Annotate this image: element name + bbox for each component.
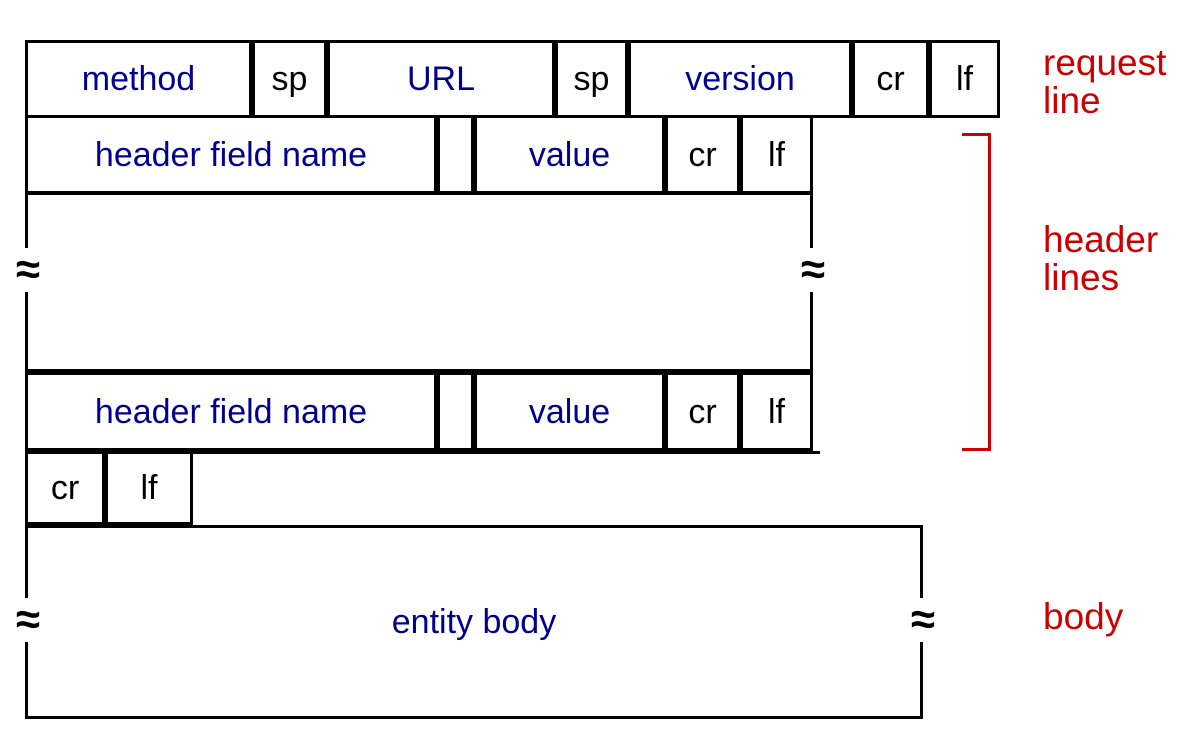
request-line-cell-sp-1: sp	[252, 40, 327, 118]
annotation-request-line: request line	[1043, 42, 1167, 122]
header-line-last-cell-separator	[437, 372, 474, 451]
entity-body-label: entity body	[391, 603, 557, 641]
blank-line-cell-lf: lf	[105, 451, 193, 525]
request-line-cell-method: method	[25, 40, 252, 118]
request-line-cell-cr: cr	[852, 40, 929, 118]
header-line-first-cell-lf: lf	[740, 115, 813, 194]
omitted-headers-bottom-rule	[25, 369, 813, 372]
header-line-last-cell-field-name: header field name	[25, 372, 437, 451]
header-lines-bracket	[962, 133, 991, 451]
continuation-squiggle-icon-right-headers: ≈	[791, 248, 833, 292]
header-line-first-cell-separator	[437, 115, 474, 194]
request-line-cell-version: version	[628, 40, 852, 118]
omitted-headers-top-rule	[25, 192, 813, 195]
request-line-cell-sp-2: sp	[555, 40, 628, 118]
continuation-squiggle-icon-right-body: ≈	[901, 598, 943, 642]
blank-line-cell-cr: cr	[25, 451, 105, 525]
header-line-last-cell-value: value	[474, 372, 665, 451]
header-line-last-cell-lf: lf	[740, 372, 813, 451]
request-line-cell-url: URL	[327, 40, 555, 118]
header-line-first-cell-value: value	[474, 115, 665, 194]
header-line-last-cell-cr: cr	[665, 372, 740, 451]
continuation-squiggle-icon-left-body: ≈	[6, 598, 48, 642]
header-line-first-cell-cr: cr	[665, 115, 740, 194]
annotation-header-lines: header lines	[1043, 219, 1159, 299]
request-line-cell-lf: lf	[929, 40, 1000, 118]
blank-line-top-rule	[193, 451, 820, 454]
entity-body-bottom-rule	[25, 716, 923, 719]
annotation-body: body	[1043, 596, 1124, 637]
entity-body-top-rule	[25, 525, 923, 528]
continuation-squiggle-icon-left-headers: ≈	[6, 248, 48, 292]
header-line-first-cell-field-name: header field name	[25, 115, 437, 194]
